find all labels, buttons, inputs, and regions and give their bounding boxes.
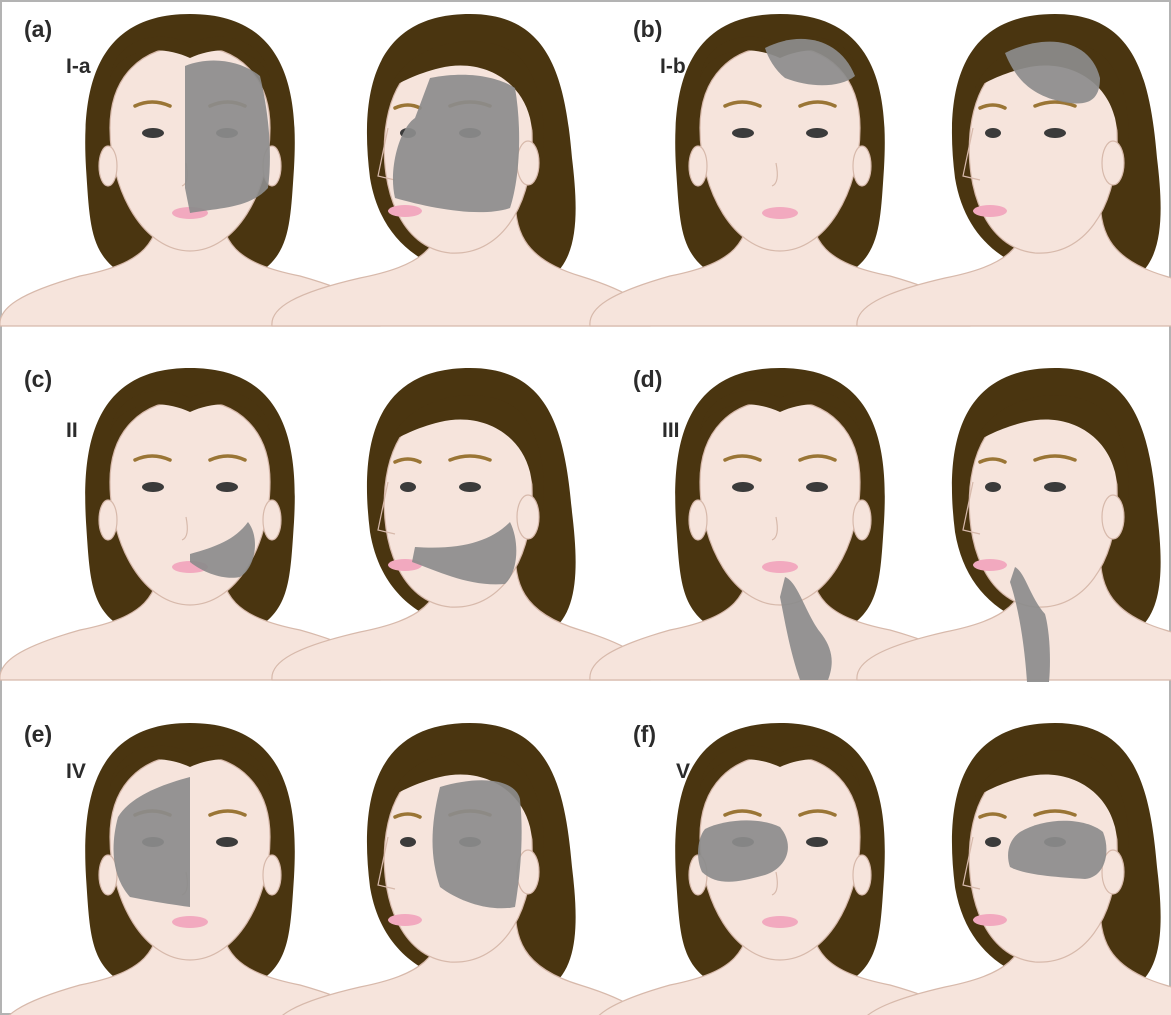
panel-e [0, 723, 650, 1015]
panel-b-type-label: I-b [660, 56, 686, 77]
panel-f-side-face [857, 723, 1171, 1015]
panel-a-letter: (a) [24, 18, 52, 41]
panel-d [590, 368, 1171, 682]
lesion-iv-side [433, 780, 522, 908]
panel-d-type-label: III [662, 420, 680, 441]
panel-a-type-label: I-a [66, 56, 91, 77]
panel-c-front-face [0, 368, 380, 680]
panel-a [0, 14, 650, 326]
panel-b-side-face [857, 14, 1171, 326]
panel-e-front-face [0, 723, 380, 1015]
panel-b-letter: (b) [633, 18, 662, 41]
panel-f-type-label: V [676, 761, 690, 782]
panel-c-side-face [272, 368, 650, 680]
panel-d-letter: (d) [633, 368, 662, 391]
panel-c-letter: (c) [24, 368, 52, 391]
panel-c [0, 368, 650, 680]
panel-a-front-face [0, 14, 380, 326]
panel-f-front-face [590, 723, 970, 1015]
panel-f-letter: (f) [633, 723, 656, 746]
panel-c-type-label: II [66, 420, 78, 441]
panel-a-side-face [272, 14, 650, 326]
panel-e-type-label: IV [66, 761, 86, 782]
panel-e-letter: (e) [24, 723, 52, 746]
face-style [0, 14, 1171, 1015]
lesion-i-a-front [185, 61, 270, 213]
panel-b-front-face [590, 14, 970, 326]
panel-e-side-face [272, 723, 650, 1015]
panel-d-front-face [590, 368, 970, 680]
